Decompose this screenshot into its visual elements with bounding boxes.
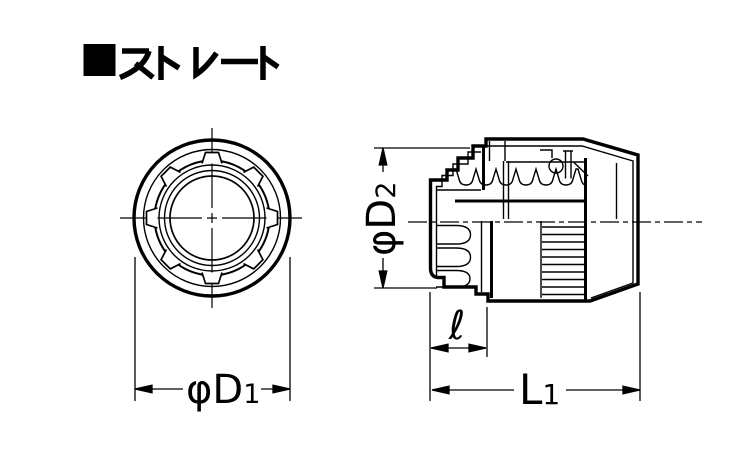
body-outline — [428, 137, 640, 303]
phi-d2-label: φD2 — [359, 182, 405, 256]
phi-d2-arrow-bottom — [378, 270, 388, 289]
title-bullet-square — [83, 44, 116, 76]
inner-circle-2 — [158, 164, 266, 272]
teeth-profile — [455, 166, 586, 186]
section-title-glyphs — [83, 44, 280, 81]
lock-bracket — [540, 149, 553, 158]
ell-label: ℓ — [448, 303, 466, 349]
lock-pin — [563, 150, 573, 179]
inner-shell — [487, 145, 634, 299]
front-view — [120, 128, 302, 308]
l1-arrow-left — [431, 385, 450, 395]
ell-arrow-right — [468, 343, 487, 353]
inner-circle-1 — [142, 148, 282, 288]
top-channel-walls — [488, 141, 506, 161]
l1-label: L1 — [519, 365, 560, 414]
lock-ring-tabs — [145, 151, 279, 285]
dimension-l1: L1 — [431, 292, 641, 414]
title-katakana-su — [118, 48, 155, 81]
lock-ball-detail — [540, 149, 589, 179]
dimension-ell: ℓ — [429, 292, 488, 401]
lock-pawl — [573, 161, 589, 177]
inner-circle-3 — [163, 169, 261, 267]
ell-arrow-left — [430, 343, 449, 353]
phi-d1-label: φD1 — [186, 367, 260, 413]
phi-d2-arrow-top — [378, 147, 388, 166]
guide-tube-walls — [502, 161, 510, 219]
title-katakana-re — [193, 47, 219, 80]
title-katakana-to2 — [260, 46, 280, 80]
nut-lobes — [436, 224, 472, 288]
outer-body-circle — [132, 138, 292, 298]
lock-ball — [548, 158, 564, 174]
bore-circle — [169, 175, 255, 261]
side-view — [408, 137, 702, 303]
l1-arrow-right — [622, 385, 641, 395]
phi-d1-arrow-right — [272, 384, 291, 394]
inner-staircase — [435, 151, 481, 277]
phi-d1-arrow-left — [134, 384, 153, 394]
title-katakana-to1 — [158, 46, 181, 80]
rib-block-stripes — [542, 226, 585, 296]
dimension-phi-d2: φD2 — [359, 147, 470, 289]
dimension-phi-d1: φD1 — [134, 257, 291, 413]
